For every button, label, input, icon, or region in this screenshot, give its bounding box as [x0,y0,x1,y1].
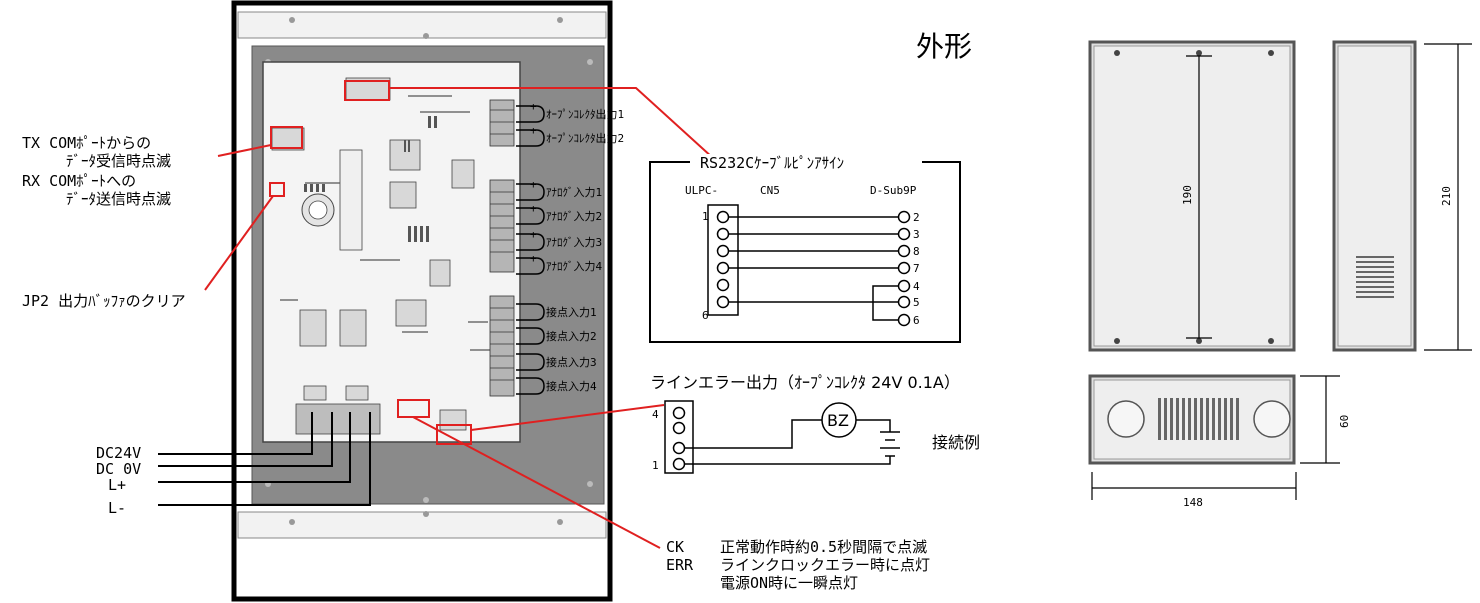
ck-label: CK [666,538,684,556]
err-desc: ラインクロックエラー時に点灯 [720,556,930,574]
ck-desc: 正常動作時約0.5秒間隔で点滅 [720,538,927,556]
outline-title: 外形 [916,30,972,63]
svg-text:+: + [530,228,537,241]
dsub-pin-e: 4 [913,280,920,293]
buzzer-label: BZ [827,411,849,430]
rs232-pin-first: 1 [702,210,709,223]
terminal-plus-marks: + + + + + + [530,100,537,265]
err-label: ERR [666,556,694,574]
dim-width: 148 [1183,496,1203,509]
enclosure [231,0,613,602]
outline-side-view: 210 [1332,40,1472,352]
dim-inner-height: 190 [1181,185,1194,205]
dim-depth: 60 [1338,415,1351,428]
tx-desc: ﾃﾞｰﾀ受信時点滅 [66,152,171,170]
terminal-brackets [516,105,545,395]
callout-lines [204,80,714,549]
rs232-right-head: D-Sub9P [870,184,917,197]
dsub-pin-b: 3 [913,228,920,241]
outline-front-view: 190 [1088,40,1296,352]
line-error-pin-top: 4 [652,408,659,421]
terminal-label-oc1: ｵｰﾌﾟﾝｺﾚｸﾀ出力1 [546,107,624,121]
buzzer-symbol [821,402,857,438]
rs232-left-head: ULPC- [685,184,718,197]
terminal-labels: ｵｰﾌﾟﾝｺﾚｸﾀ出力1 ｵｰﾌﾟﾝｺﾚｸﾀ出力2 ｱﾅﾛｸﾞ入力1 ｱﾅﾛｸﾞ… [546,107,624,393]
terminal-label-di1: 接点入力1 [546,306,597,319]
rx-label: RX COMﾎﾟｰﾄへの [22,172,136,190]
power-label-lplus: L+ [108,476,126,494]
dsub-pin-d: 7 [913,262,920,275]
power-label-lminus: L- [108,499,126,517]
power-label-dc24v: DC24V [96,444,141,462]
terminal-label-ai4: ｱﾅﾛｸﾞ入力4 [546,260,602,273]
power-label-dc0v: DC 0V [96,460,141,478]
rs232-pin-box: RS232Cｹｰﾌﾞﾙﾋﾟﾝｱｻｲﾝ ULPC- CN5 D-Sub9P 1 6… [649,154,961,343]
left-callouts: TX COMﾎﾟｰﾄからの ﾃﾞｰﾀ受信時点滅 RX COMﾎﾟｰﾄへの ﾃﾞｰ… [22,134,186,310]
power-lines [158,412,371,506]
terminal-label-ai3: ｱﾅﾛｸﾞ入力3 [546,236,602,249]
err-desc-2: 電源ON時に一瞬点灯 [720,574,858,592]
dsub-pin-c: 8 [913,245,920,258]
svg-text:+: + [530,252,537,265]
terminal-label-ai2: ｱﾅﾛｸﾞ入力2 [546,210,602,223]
line-error-pin-bottom: 1 [652,459,659,472]
dim-outer-height: 210 [1440,186,1453,206]
rx-desc: ﾃﾞｰﾀ送信時点滅 [66,190,171,208]
rs232-cn: CN5 [760,184,780,197]
jp2-label: JP2 出力ﾊﾞｯﾌｧのクリア [22,292,186,310]
line-error-title: ラインエラー出力（ｵｰﾌﾟﾝｺﾚｸﾀ 24V 0.1A） [650,373,960,392]
rs232-title: RS232Cｹｰﾌﾞﾙﾋﾟﾝｱｻｲﾝ [700,154,844,172]
svg-text:+: + [530,202,537,215]
terminal-label-ai1: ｱﾅﾛｸﾞ入力1 [546,186,602,199]
power-labels: DC24V DC 0V L+ L- [96,444,141,517]
outline-bottom-view: 60 148 [1088,374,1351,509]
dsub-pin-g: 6 [913,314,920,327]
connection-example: 接続例 [932,433,980,452]
svg-text:+: + [530,124,537,137]
dsub-pin-f: 5 [913,296,920,309]
dsub-pin-a: 2 [913,211,920,224]
terminal-label-di2: 接点入力2 [546,330,597,343]
terminal-label-di3: 接点入力3 [546,356,597,369]
tx-label: TX COMﾎﾟｰﾄからの [22,134,151,152]
terminal-label-oc2: ｵｰﾌﾟﾝｺﾚｸﾀ出力2 [546,131,624,145]
svg-text:+: + [530,178,537,191]
svg-text:+: + [530,100,537,113]
terminal-label-di4: 接点入力4 [546,380,597,393]
rs232-pin-last: 6 [702,309,709,322]
status-led-notes: CK 正常動作時約0.5秒間隔で点滅 ERR ラインクロックエラー時に点灯 電源… [666,538,930,592]
line-error-output: ラインエラー出力（ｵｰﾌﾟﾝｺﾚｸﾀ 24V 0.1A） 4 1 BZ 接続例 [650,373,980,474]
